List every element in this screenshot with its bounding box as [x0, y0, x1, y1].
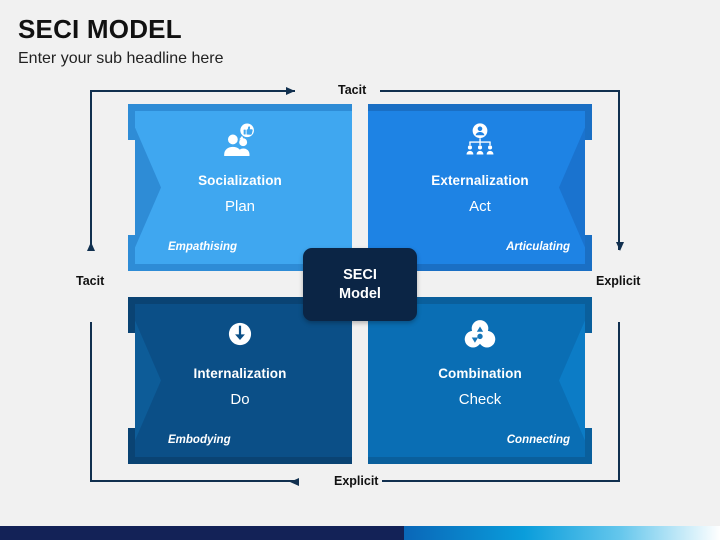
- frame-line-right-top: [618, 90, 620, 250]
- page-title: SECI MODEL: [18, 14, 182, 44]
- quadrant-verb: Do: [230, 391, 250, 408]
- quadrant-bracket: [368, 297, 592, 464]
- people-thumbs-up-icon: [128, 122, 352, 160]
- quadrant-name: Externalization: [431, 173, 529, 188]
- axis-label-left: Tacit: [76, 274, 105, 288]
- frame-line-left-top: [90, 90, 92, 250]
- center-badge-line1: SECI: [343, 266, 377, 283]
- frame-line-top-right: [380, 90, 620, 92]
- quadrant-verb: Plan: [224, 198, 256, 215]
- quadrant-note: Connecting: [506, 434, 570, 446]
- frame-line-bottom-left: [90, 480, 295, 482]
- frame-line-bottom-right: [382, 480, 620, 482]
- org-chart-icon: [368, 122, 592, 160]
- axis-label-top: Tacit: [338, 83, 367, 97]
- frame-line-top-left: [90, 90, 295, 92]
- quadrant-bracket: [368, 104, 592, 271]
- quadrant-verb: Check: [458, 391, 502, 408]
- quadrant-note: Empathising: [168, 241, 238, 253]
- frame-line-right-bottom: [618, 322, 620, 482]
- axis-frame: [86, 86, 624, 486]
- download-circle-icon: [128, 315, 352, 353]
- arrow-right-icon: [286, 86, 295, 95]
- center-badge: SECI Model: [303, 248, 417, 321]
- quadrant-bracket: [128, 104, 352, 271]
- footer-navy-segment: [0, 526, 404, 540]
- axis-label-bottom: Explicit: [334, 474, 379, 488]
- arrow-up-icon: [86, 242, 95, 251]
- frame-line-left-bottom: [90, 322, 92, 482]
- arrow-down-icon: [615, 242, 624, 251]
- footer-gradient-segment: [404, 526, 720, 540]
- venn-circles-icon: [368, 315, 592, 353]
- quadrant-verb: Act: [469, 198, 491, 215]
- quadrant-card[interactable]: [135, 111, 352, 264]
- quadrant-note: Articulating: [506, 241, 570, 253]
- quadrant-name: Internalization: [193, 366, 287, 381]
- quadrant-name: Combination: [438, 366, 522, 381]
- quadrant-name: Socialization: [198, 173, 282, 188]
- quadrant-bracket: [128, 297, 352, 464]
- footer-bar: [0, 526, 720, 540]
- center-badge-line2: Model: [339, 285, 381, 302]
- arrow-left-icon: [290, 477, 299, 486]
- page-subtitle: Enter your sub headline here: [18, 50, 224, 67]
- axis-label-right: Explicit: [596, 274, 641, 288]
- quadrant-note: Embodying: [168, 434, 231, 446]
